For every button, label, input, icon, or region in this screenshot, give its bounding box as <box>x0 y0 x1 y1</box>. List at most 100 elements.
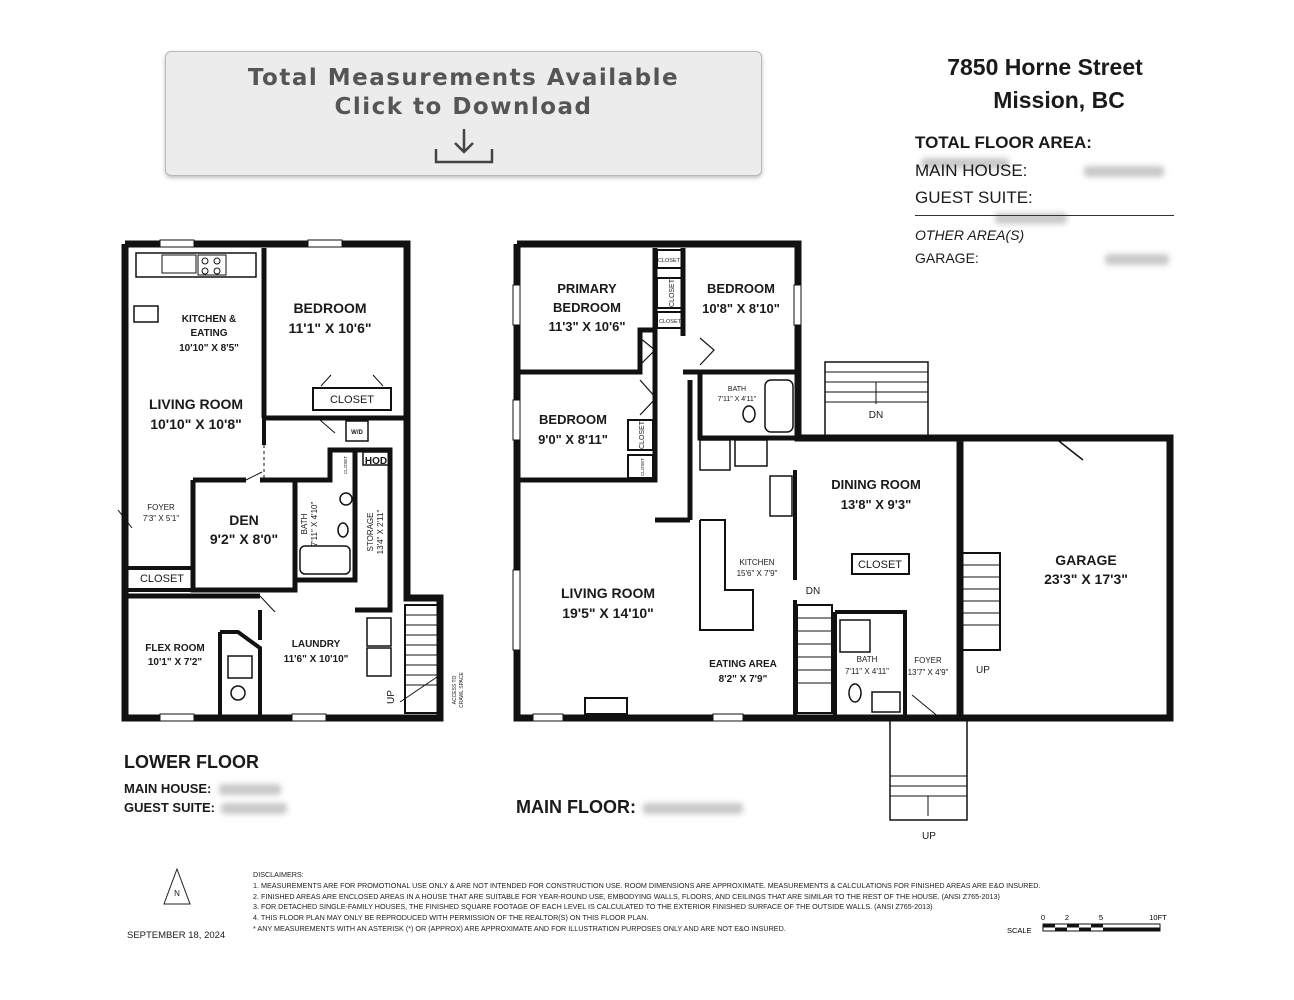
laundry-dim: 11'6" X 10'10" <box>284 654 349 665</box>
guest-suite-row: GUEST SUITE: <box>915 188 1175 228</box>
bedroom3-dim: 9'0" X 8'11" <box>538 432 608 447</box>
garage-dim: 23'3" X 17'3" <box>1044 571 1128 587</box>
bath1-dim: 7'11" X 4'11" <box>718 396 757 403</box>
redacted-value <box>643 802 743 814</box>
closet-d-label: CLOSET <box>639 420 646 449</box>
closet-foyer-label: CLOSET <box>140 573 184 585</box>
kitchen-label: KITCHEN & <box>182 314 236 325</box>
flex-dim: 10'1" X 7'2" <box>148 657 203 668</box>
north-arrow-icon: N <box>163 867 191 905</box>
bath-label: BATH <box>300 513 309 534</box>
lower-main-house-label: MAIN HOUSE: <box>124 781 212 796</box>
foyer-label: FOYER <box>914 656 942 665</box>
living-dim: 19'5" X 14'10" <box>562 605 654 621</box>
closet-f-label: CLOSET <box>858 559 902 571</box>
scale-tick-2: 2 <box>1065 913 1069 922</box>
bath2-dim: 7'11" X 4'11" <box>845 667 889 676</box>
closet-a-label: CLOSET <box>658 258 681 264</box>
living-dim: 10'10" X 10'8" <box>150 416 242 432</box>
lower-guest-suite-label: GUEST SUITE: <box>124 800 216 815</box>
redacted-value <box>1084 166 1165 178</box>
up-front-label: UP <box>922 831 936 842</box>
download-measurements-button[interactable]: Total Measurements Available Click to Do… <box>165 51 762 176</box>
scale-tick-10: 10FT <box>1149 913 1167 922</box>
foyer-dim: 7'3" X 5'1" <box>143 514 179 523</box>
disclaimer-line: 1. MEASUREMENTS ARE FOR PROMOTIONAL USE … <box>253 880 1041 890</box>
kitchen-label: KITCHEN <box>739 558 774 567</box>
closet-small-label: CLOSET <box>343 456 348 474</box>
disclaimer-line: * ANY MEASUREMENTS WITH AN ASTERISK (*) … <box>253 923 786 933</box>
address-city: Mission, BC <box>993 87 1125 113</box>
bedroom-label: BEDROOM <box>293 300 366 316</box>
main-room-labels: PRIMARY BEDROOM 11'3" X 10'6" CLOSET CLO… <box>538 258 1128 842</box>
scale-tick-0: 0 <box>1041 913 1045 922</box>
up-garage-label: UP <box>976 665 990 676</box>
kitchen-dim: 10'10" X 8'5" <box>179 343 239 354</box>
redacted-value <box>220 803 287 815</box>
den-dim: 9'2" X 8'0" <box>210 531 278 547</box>
dn-top-label: DN <box>869 410 883 421</box>
foyer-label: FOYER <box>147 503 175 512</box>
bedroom3-label: BEDROOM <box>539 412 607 427</box>
bedroom-dim: 11'1" X 10'6" <box>289 320 372 336</box>
north-label: N <box>174 889 180 898</box>
scale-tick-5: 5 <box>1099 913 1103 922</box>
disclaimer-line: DISCLAIMERS: <box>253 870 304 879</box>
closet-b-label: CLOSET <box>669 278 676 307</box>
eating-label: EATING AREA <box>709 659 777 670</box>
dn-stair-label: DN <box>806 586 820 597</box>
bath2-label: BATH <box>857 655 878 664</box>
garage-label: GARAGE <box>1055 552 1116 568</box>
garage-label: GARAGE: <box>915 250 979 266</box>
eating-dim: 8'2" X 7'9" <box>719 674 768 685</box>
flex-label: FLEX ROOM <box>145 643 204 654</box>
plan-date: SEPTEMBER 18, 2024 <box>127 930 226 941</box>
access-label: ACCESS TO <box>452 676 458 705</box>
lower-guest-suite-row: GUEST SUITE: <box>124 800 287 815</box>
redacted-value <box>219 784 282 796</box>
wd-label: W/D <box>351 430 363 436</box>
scale-bar: 0 2 5 10FT SCALE <box>1007 913 1167 935</box>
foyer-dim: 13'7" X 4'9" <box>908 668 949 677</box>
storage-label: STORAGE <box>366 513 375 552</box>
up-label: UP <box>386 690 397 704</box>
disclaimer-line: 4. THIS FLOOR PLAN MAY ONLY BE REPRODUCE… <box>253 913 649 923</box>
total-floor-area-row: TOTAL FLOOR AREA: <box>915 133 1175 173</box>
divider <box>915 215 1174 216</box>
primary-label2: BEDROOM <box>553 300 621 315</box>
kitchen-label2: EATING <box>190 328 227 339</box>
access-label2: CRAWL SPACE <box>459 672 465 708</box>
bath1-label: BATH <box>728 386 746 393</box>
living-label: LIVING ROOM <box>149 396 243 412</box>
download-icon <box>434 129 493 164</box>
den-label: DEN <box>229 512 259 528</box>
dining-label: DINING ROOM <box>831 477 921 492</box>
living-label: LIVING ROOM <box>561 585 655 601</box>
bath-dim: 7'11" X 4'10" <box>310 502 319 547</box>
garage-row: GARAGE: <box>915 250 1175 266</box>
lower-main-house-row: MAIN HOUSE: <box>124 781 282 796</box>
main-floor-title: MAIN FLOOR: <box>516 797 636 817</box>
main-floor-walls <box>512 240 1174 821</box>
redacted-value <box>921 158 1009 170</box>
closet-e-label: CLOSET <box>640 458 645 476</box>
disclaimers: DISCLAIMERS: 1. MEASUREMENTS ARE FOR PRO… <box>253 870 1040 935</box>
bedroom2-dim: 10'8" X 8'10" <box>702 301 780 316</box>
guest-suite-label: GUEST SUITE: <box>915 188 1033 207</box>
main-floor-row: MAIN FLOOR: <box>516 797 743 818</box>
download-line1: Total Measurements Available <box>247 65 680 91</box>
primary-dim: 11'3" X 10'6" <box>548 319 625 334</box>
hod-label: HOD <box>365 456 387 467</box>
disclaimer-line: 2. FINISHED AREAS ARE ENCLOSED AREAS IN … <box>253 891 1000 901</box>
lower-room-labels: KITCHEN & EATING 10'10" X 8'5" BEDROOM 1… <box>140 300 465 708</box>
main-house-label: MAIN HOUSE: <box>915 161 1028 180</box>
primary-label: PRIMARY <box>557 281 617 296</box>
download-line2: Click to Download <box>334 94 593 120</box>
dining-dim: 13'8" X 9'3" <box>841 497 912 512</box>
other-areas-label: OTHER AREA(S) <box>915 227 1025 243</box>
redacted-value <box>995 213 1067 225</box>
address-street: 7850 Horne Street <box>947 54 1143 80</box>
closet-label: CLOSET <box>330 394 374 406</box>
storage-dim: 13'4" X 2'11" <box>376 510 385 555</box>
